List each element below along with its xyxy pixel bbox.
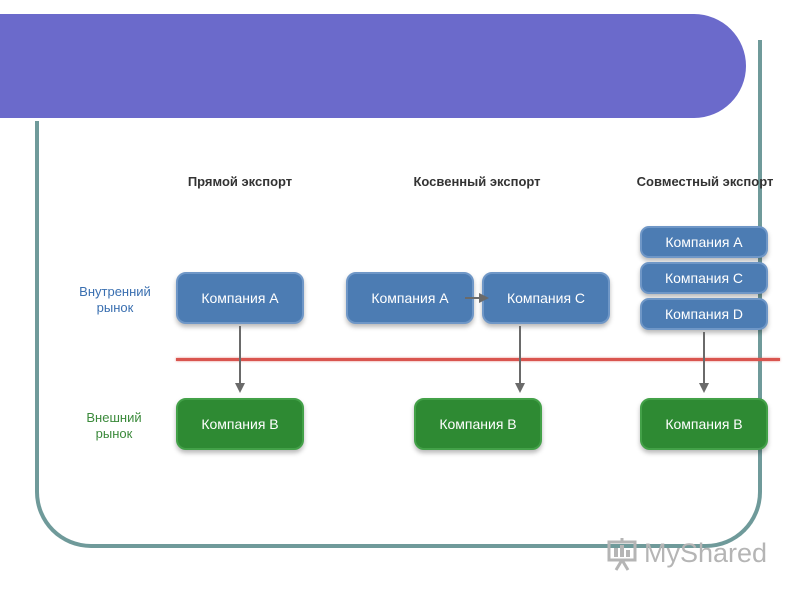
myshared-logo: MyShared	[604, 534, 768, 574]
title-band	[0, 14, 746, 121]
column-heading-indirect: Косвенный экспорт	[413, 174, 541, 189]
box-joint-company-b: Компания В	[640, 398, 768, 450]
box-indirect-company-c: Компания С	[482, 272, 610, 324]
box-joint-company-c: Компания С	[640, 262, 768, 294]
row-label-domestic: Внутренний рынок	[72, 284, 158, 316]
slide-frame-right-edge	[758, 68, 762, 158]
box-indirect-company-a: Компания А	[346, 272, 474, 324]
logo-text: MyShared	[644, 538, 768, 568]
title-underline	[0, 118, 706, 121]
column-heading-joint: Совместный экспорт	[636, 174, 774, 189]
market-divider-line	[176, 358, 780, 361]
slide-frame	[35, 40, 762, 548]
box-direct-company-a: Компания А	[176, 272, 304, 324]
box-joint-company-a: Компания А	[640, 226, 768, 258]
box-joint-company-d: Компания D	[640, 298, 768, 330]
column-heading-direct: Прямой экспорт	[187, 174, 293, 189]
row-label-domestic-text: Внутренний рынок	[79, 284, 151, 315]
box-direct-company-b: Компания В	[176, 398, 304, 450]
box-indirect-company-b: Компания В	[414, 398, 542, 450]
row-label-foreign: Внешний рынок	[76, 410, 152, 442]
presentation-board-icon	[607, 538, 637, 571]
row-label-foreign-text: Внешний рынок	[86, 410, 142, 441]
